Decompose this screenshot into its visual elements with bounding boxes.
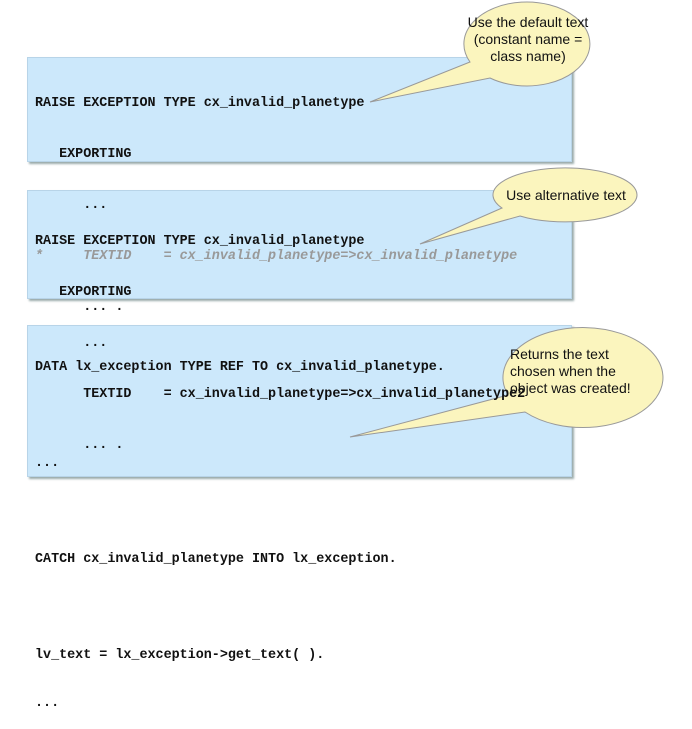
code-lines-get-text: DATA lx_exception TYPE REF TO cx_invalid…: [35, 329, 445, 729]
code-line: ...: [35, 336, 108, 351]
code-line: CATCH cx_invalid_planetype INTO lx_excep…: [35, 552, 397, 567]
code-line: ... .: [35, 300, 124, 315]
code-line: lv_text = lx_exception->get_text( ).: [35, 648, 325, 663]
callout-text-alternative: Use alternative text: [500, 187, 632, 204]
code-line: EXPORTING: [35, 285, 132, 300]
callout-line: class name): [490, 48, 566, 64]
code-lines-default-text: RAISE EXCEPTION TYPE cx_invalid_planetyp…: [35, 61, 517, 333]
callout-text-default: Use the default text (constant name = cl…: [466, 14, 590, 65]
callout-line: Use alternative text: [506, 187, 626, 203]
code-line: ...: [35, 456, 60, 471]
code-line: ...: [35, 696, 60, 711]
code-line: [35, 600, 445, 617]
callout-line: Use the default text: [467, 14, 589, 30]
code-line: RAISE EXCEPTION TYPE cx_invalid_planetyp…: [35, 234, 365, 249]
code-line: EXPORTING: [35, 147, 132, 162]
callout-line: chosen when the: [510, 363, 616, 379]
code-line: RAISE EXCEPTION TYPE cx_invalid_planetyp…: [35, 96, 365, 111]
callout-line: (constant name =: [473, 31, 583, 47]
callout-line: Returns the text: [510, 346, 609, 362]
commented-code-line: * TEXTID = cx_invalid_planetype=>cx_inva…: [35, 249, 518, 264]
code-line: DATA lx_exception TYPE REF TO cx_invalid…: [35, 360, 445, 375]
code-line: [35, 504, 445, 521]
callout-text-returns: Returns the text chosen when the object …: [510, 346, 650, 397]
code-line: ...: [35, 198, 108, 213]
code-line: ... .: [35, 438, 124, 453]
callout-line: object was created!: [510, 380, 631, 396]
code-line: [35, 408, 445, 425]
